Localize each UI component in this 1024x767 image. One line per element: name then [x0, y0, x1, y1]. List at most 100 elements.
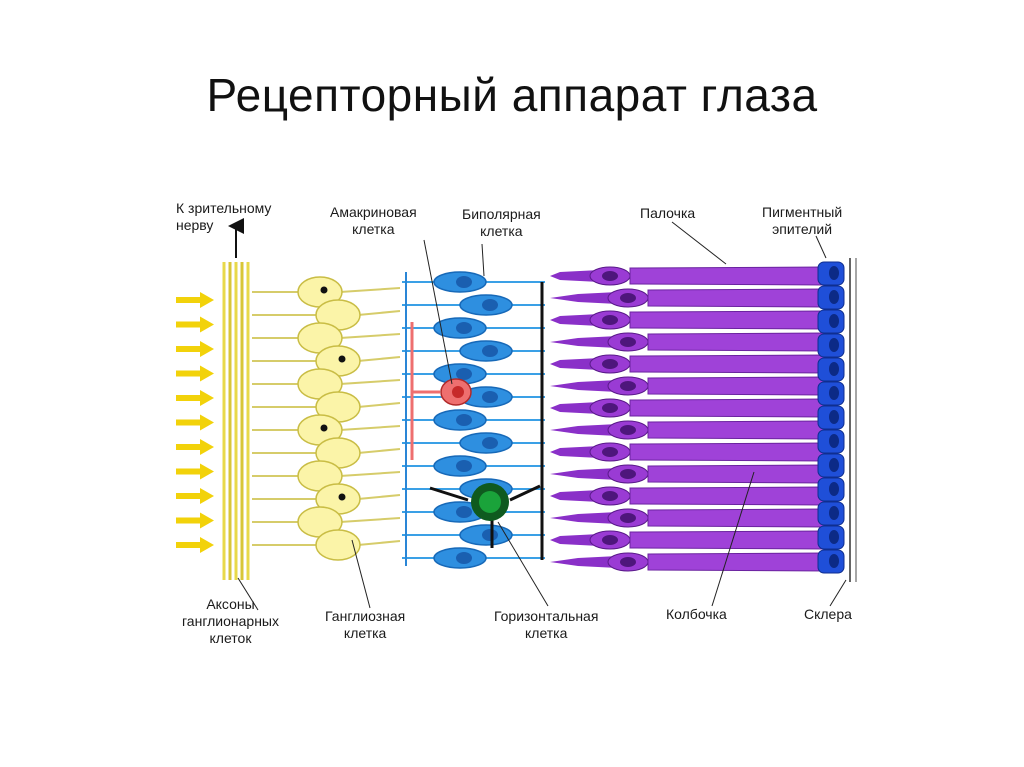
ganglion-nucleus	[320, 424, 328, 432]
label-rod: Палочка	[640, 205, 696, 221]
light-arrow	[176, 365, 214, 382]
photoreceptor-outer-segment	[647, 420, 827, 440]
pigment-nucleus	[829, 530, 839, 544]
photoreceptor-nucleus	[620, 293, 636, 303]
ganglion-dendrite	[357, 448, 401, 454]
photoreceptor-outer-segment	[629, 442, 827, 462]
light-arrow	[176, 512, 214, 529]
horizontal-nucleus	[479, 491, 501, 513]
ganglion-dendrite	[339, 379, 401, 385]
leader-line	[497, 521, 549, 607]
leader-line	[237, 577, 259, 611]
ganglion-cell	[315, 529, 361, 561]
label-ganglion-axons: Аксоны ганглионарных клеток	[182, 596, 279, 646]
ganglion-dendrite	[357, 402, 401, 408]
bipolar-nucleus	[456, 276, 472, 288]
bipolar-nucleus	[456, 322, 472, 334]
light-arrow	[176, 488, 214, 504]
leader-line	[481, 243, 485, 277]
photoreceptor-fiber	[550, 292, 618, 304]
light-arrow	[176, 439, 214, 455]
amacrine-nucleus	[452, 386, 464, 398]
leader-line	[671, 221, 727, 265]
bipolar-nucleus	[482, 529, 498, 541]
photoreceptor-nucleus	[602, 271, 618, 281]
light-arrow	[176, 341, 214, 357]
photoreceptor-nucleus	[602, 491, 618, 501]
photoreceptor-outer-segment	[629, 398, 827, 418]
ganglion-dendrite	[339, 471, 401, 477]
ganglion-dendrite	[357, 310, 401, 316]
pigment-nucleus	[829, 506, 839, 520]
photoreceptor-fiber	[550, 336, 618, 348]
photoreceptor-fiber	[550, 556, 618, 568]
pigment-nucleus	[829, 314, 839, 328]
photoreceptor-fiber	[550, 314, 600, 326]
pigment-nucleus	[829, 458, 839, 472]
bipolar-nucleus	[456, 506, 472, 518]
photoreceptor-outer-segment	[629, 530, 827, 550]
light-arrow	[176, 292, 214, 308]
pigment-nucleus	[829, 362, 839, 376]
ganglion-dendrite	[339, 425, 401, 431]
leader-line	[829, 579, 847, 607]
photoreceptor-fiber	[550, 402, 600, 414]
ganglion-dendrite	[357, 540, 401, 546]
slide-title: Рецепторный аппарат глаза	[206, 69, 818, 121]
light-arrow	[176, 463, 214, 480]
photoreceptor-nucleus	[602, 447, 618, 457]
photoreceptor-nucleus	[602, 403, 618, 413]
ganglion-dendrite	[339, 333, 401, 339]
label-cone: Колбочка	[666, 606, 727, 622]
label-amacrine-cell: Амакриновая клетка	[330, 204, 417, 237]
light-arrow	[176, 316, 214, 333]
pigment-nucleus	[829, 410, 839, 424]
photoreceptor-nucleus	[602, 535, 618, 545]
photoreceptor-fiber	[550, 490, 600, 502]
photoreceptor-outer-segment	[647, 376, 827, 396]
pigment-nucleus	[829, 434, 839, 448]
photoreceptor-outer-segment	[647, 332, 827, 352]
label-ganglion-cell: Ганглиозная клетка	[325, 608, 406, 641]
bipolar-nucleus	[482, 345, 498, 357]
ganglion-nucleus	[320, 286, 328, 294]
bipolar-nucleus	[482, 437, 498, 449]
light-arrow	[176, 390, 214, 406]
ganglion-dendrite	[339, 287, 401, 293]
photoreceptor-fiber	[550, 446, 600, 458]
label-leader-lines	[237, 221, 847, 611]
label-bipolar-cell: Биполярная клетка	[462, 206, 541, 239]
label-horizontal-cell: Горизонтальная клетка	[494, 608, 599, 641]
photoreceptor-nucleus	[620, 557, 636, 567]
photoreceptor-nucleus	[620, 337, 636, 347]
incoming-light-arrows	[176, 292, 214, 553]
bipolar-nucleus	[482, 391, 498, 403]
leader-line	[351, 539, 371, 609]
photoreceptor-fiber	[550, 380, 618, 392]
leader-line	[423, 239, 453, 385]
leader-line	[711, 471, 755, 607]
photoreceptor-layer	[550, 266, 827, 572]
photoreceptor-nucleus	[602, 359, 618, 369]
bipolar-nucleus	[456, 460, 472, 472]
photoreceptor-nucleus	[620, 513, 636, 523]
photoreceptor-nucleus	[620, 381, 636, 391]
ganglion-nucleus	[338, 355, 346, 363]
label-optic-nerve: К зрительному нерву	[176, 200, 272, 233]
pigment-nucleus	[829, 290, 839, 304]
ganglion-axons	[222, 218, 250, 580]
ganglion-dendrite	[357, 356, 401, 362]
pigment-nucleus	[829, 386, 839, 400]
photoreceptor-outer-segment	[647, 508, 827, 528]
amacrine-process	[410, 322, 440, 460]
pigment-epithelium	[817, 258, 857, 582]
ganglion-nucleus	[338, 493, 346, 501]
photoreceptor-outer-segment	[629, 310, 827, 330]
photoreceptor-fiber	[550, 512, 618, 524]
photoreceptor-fiber	[550, 424, 618, 436]
ganglion-dendrite	[357, 494, 401, 500]
bipolar-nucleus	[482, 299, 498, 311]
pigment-nucleus	[829, 266, 839, 280]
bipolar-nucleus	[456, 414, 472, 426]
